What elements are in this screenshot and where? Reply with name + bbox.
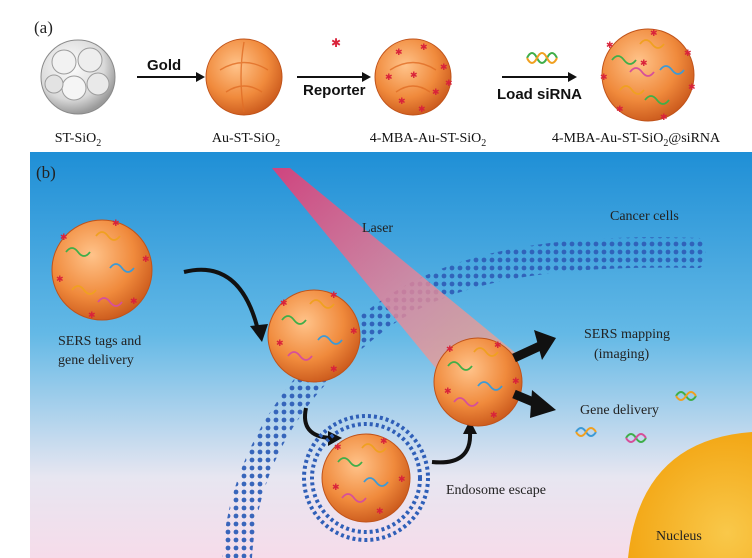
svg-text:✱: ✱ [490,410,498,420]
caption-mba-au-st-sio2: 4-MBA-Au-ST-SiO2 [370,131,487,149]
svg-text:✱: ✱ [512,376,520,386]
sers-tag-particle: ✱ ✱ ✱ ✱ ✱ ✱ [51,218,153,321]
svg-text:✱: ✱ [398,474,406,484]
svg-text:✱: ✱ [112,218,120,228]
svg-text:✱: ✱ [88,310,96,320]
arrow-load-sirna: Load siRNA [497,52,582,103]
svg-text:✱: ✱ [330,364,338,374]
svg-text:✱: ✱ [688,82,696,92]
cancer-cells-label: Cancer cells [610,209,679,224]
membrane-particle: ✱ ✱ ✱ ✱ ✱ [267,289,361,383]
svg-text:✱: ✱ [334,442,342,452]
svg-text:✱: ✱ [420,42,428,52]
svg-text:✱: ✱ [380,436,388,446]
svg-text:✱: ✱ [440,62,448,72]
endocytosis-arrow [303,407,331,440]
svg-text:✱: ✱ [650,28,658,38]
gene-delivery-label: Gene delivery [580,403,659,418]
arrow-reporter: Reporter ✱ [297,36,371,99]
nucleus-shape [628,432,752,558]
sirna-helix-icon [675,391,697,401]
sers-tags-label-line1: SERS tags and [58,334,141,349]
caption-au-st-sio2: Au-ST-SiO2 [212,131,280,149]
svg-text:✱: ✱ [385,72,393,82]
nucleus-label: Nucleus [656,529,702,544]
arrow-gold-label: Gold [147,57,181,74]
sers-tags-label-line2: gene delivery [58,353,134,368]
svg-text:✱: ✱ [60,232,68,242]
svg-text:✱: ✱ [332,482,340,492]
gold-particle [205,38,283,116]
panel-a-label: (a) [34,18,53,37]
svg-text:✱: ✱ [280,298,288,308]
arrow-load-sirna-label: Load siRNA [497,86,582,103]
svg-text:✱: ✱ [494,340,502,350]
svg-text:✱: ✱ [410,70,418,80]
caption-st-sio2: ST-SiO2 [55,131,102,149]
free-sirna-strands [575,391,697,443]
mba-gold-particle: ✱ ✱ ✱ ✱ ✱ ✱ ✱ ✱ ✱ [374,38,453,116]
svg-text:✱: ✱ [600,72,608,82]
svg-text:✱: ✱ [395,47,403,57]
svg-text:✱: ✱ [376,506,384,516]
delivery-arrow [512,389,556,418]
svg-text:✱: ✱ [398,96,406,106]
svg-text:✱: ✱ [640,58,648,68]
sirna-helix-icon [575,427,597,437]
sirna-helix-icon [625,433,647,443]
svg-text:✱: ✱ [684,48,692,58]
laser-label: Laser [362,221,393,236]
panel-b: (b) Laser Cancer cells ✱ ✱ ✱ ✱ ✱ ✱ SERS tags… [30,152,752,558]
endosome-escape-label: Endosome escape [446,483,546,498]
svg-text:✱: ✱ [432,87,440,97]
escape-arrow-head [463,420,477,434]
endosome: ✱ ✱ ✱ ✱ ✱ [302,414,430,542]
sirna-helix-icon [526,52,558,64]
svg-text:✱: ✱ [616,104,624,114]
panel-a: (a) Gold Reporter ✱ [34,18,721,149]
entry-arrow [183,267,260,331]
svg-text:✱: ✱ [350,326,358,336]
svg-text:✱: ✱ [660,112,668,122]
svg-text:✱: ✱ [142,254,150,264]
sers-mapping-label-line2: (imaging) [594,347,650,362]
svg-text:✱: ✱ [56,274,64,284]
svg-text:✱: ✱ [276,338,284,348]
arrow-reporter-label: Reporter [303,82,366,99]
panel-b-label: (b) [36,163,56,182]
svg-text:✱: ✱ [330,290,338,300]
svg-text:✱: ✱ [445,78,453,88]
sers-mapping-label-line1: SERS mapping [584,327,670,342]
escaped-particle: ✱ ✱ ✱ ✱ ✱ [433,337,523,427]
svg-text:✱: ✱ [130,296,138,306]
svg-text:✱: ✱ [446,344,454,354]
escape-arrow [431,431,473,465]
reporter-star-icon: ✱ [331,36,341,50]
svg-text:✱: ✱ [444,386,452,396]
arrow-gold: Gold [137,57,205,82]
svg-text:✱: ✱ [606,40,614,50]
caption-mba-au-st-sio2-sirna: 4-MBA-Au-ST-SiO2@siRNA [552,131,721,149]
svg-text:✱: ✱ [418,104,426,114]
entry-arrow-head [250,324,268,342]
loaded-particle: ✱ ✱ ✱ ✱ ✱ ✱ ✱ ✱ [600,28,696,122]
imaging-arrow [512,330,556,363]
silica-particle [40,39,116,115]
